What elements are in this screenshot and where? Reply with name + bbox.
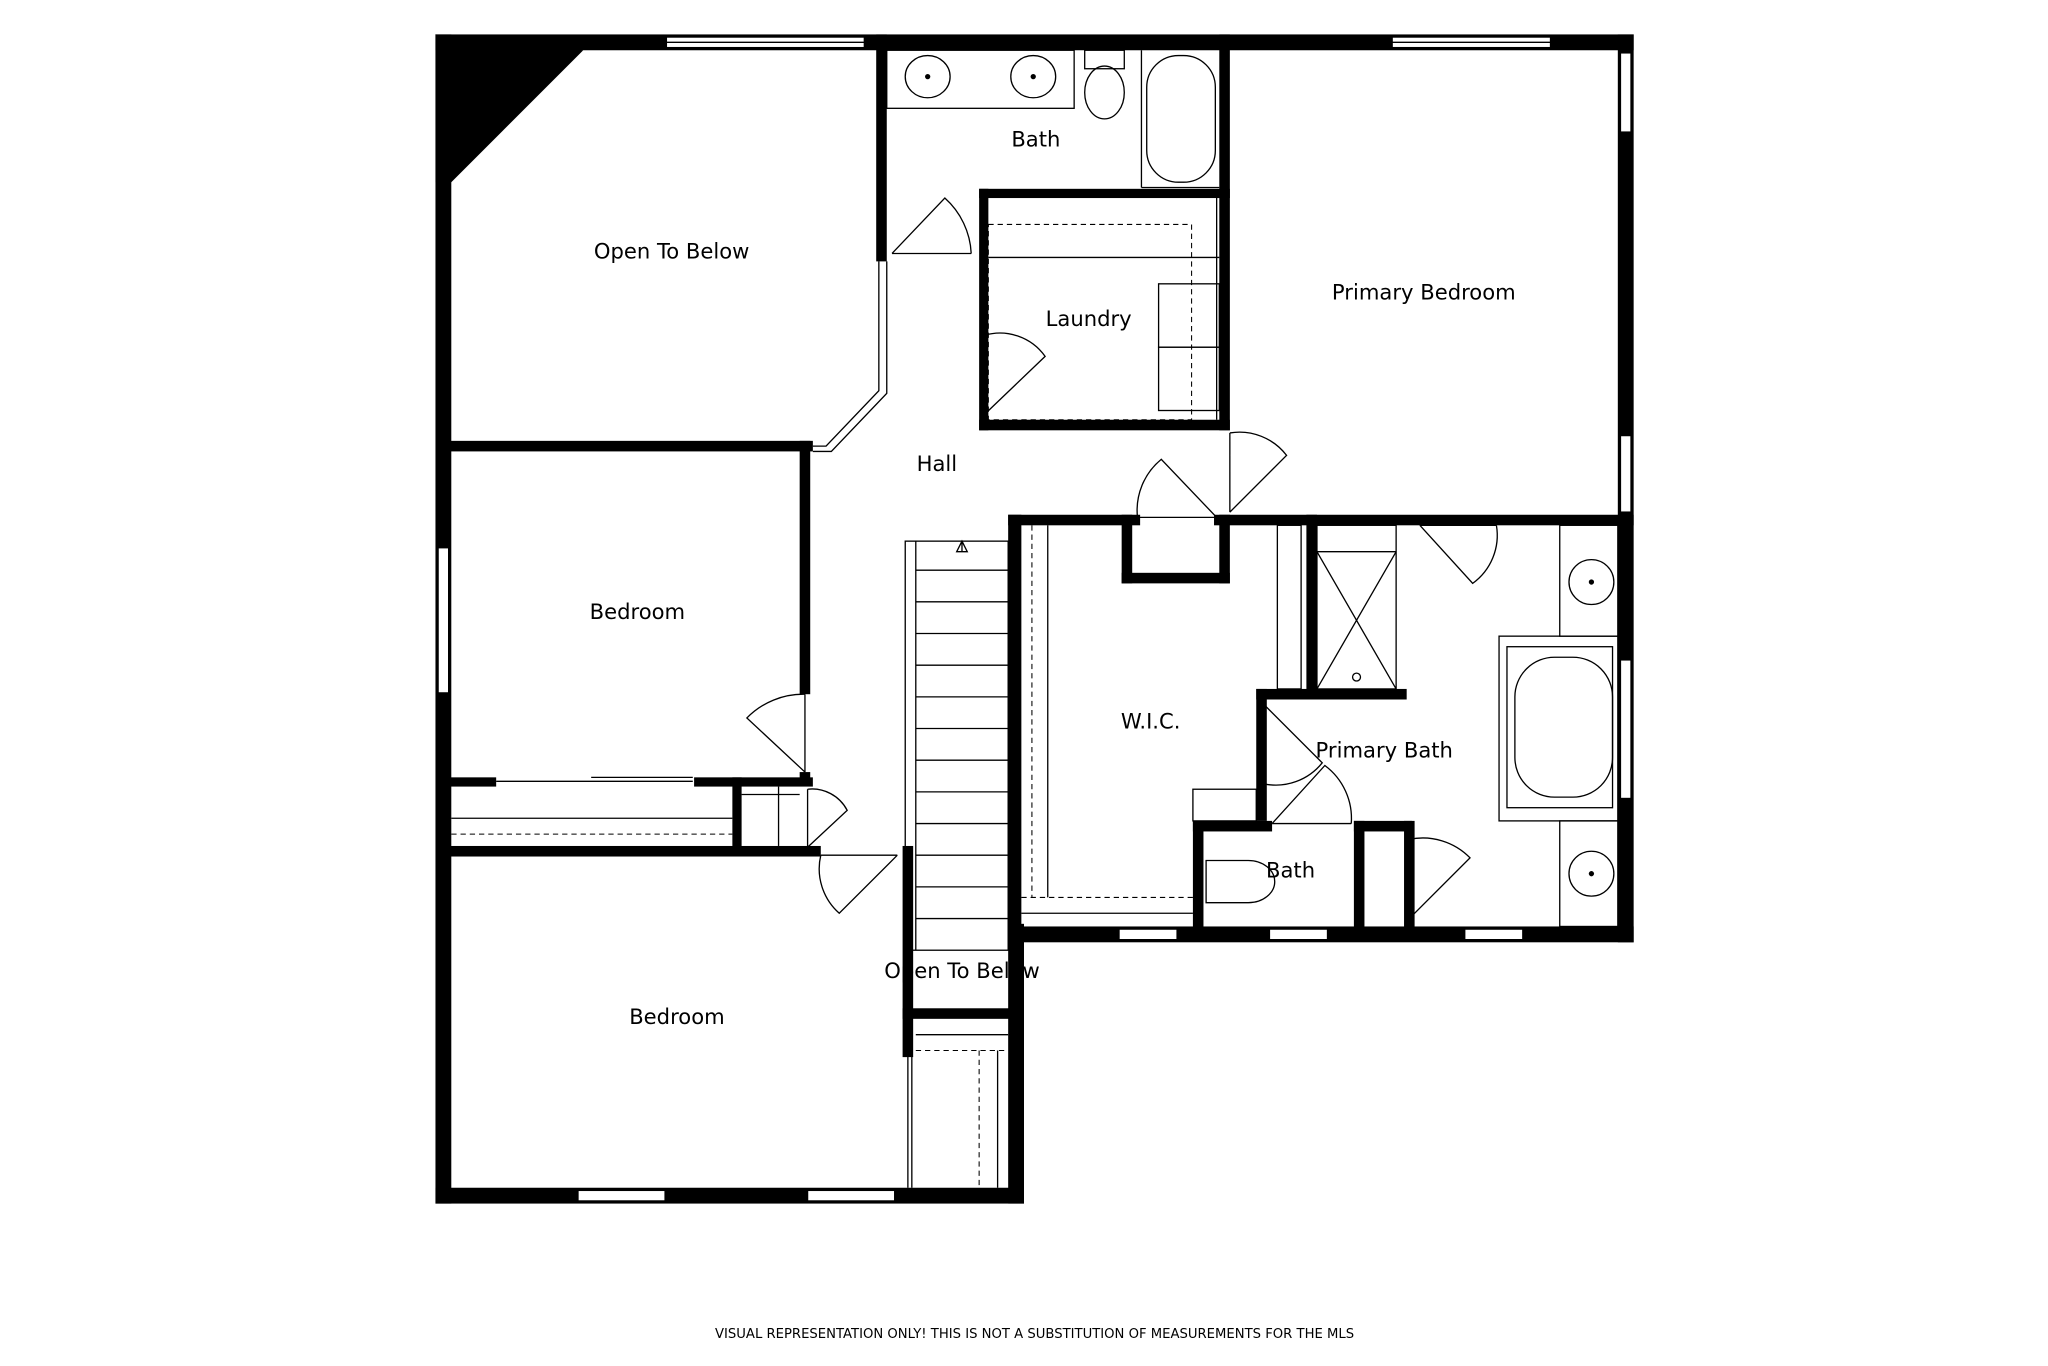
label-bedroom: Bedroom (590, 599, 685, 624)
label-open-to-below-2: Open To Below (884, 958, 1040, 983)
stairs (904, 539, 1009, 951)
label-bedroom-2: Bedroom (629, 1004, 724, 1029)
label-laundry: Laundry (1046, 306, 1132, 331)
disclaimer: VISUAL REPRESENTATION ONLY! THIS IS NOT … (715, 1327, 1354, 1342)
doors (496, 197, 1498, 1188)
label-hall: Hall (917, 451, 958, 476)
windows (437, 36, 1632, 1202)
room-labels: Open To Below Bath Laundry Primary Bedro… (590, 127, 1516, 1030)
fixtures (451, 49, 1619, 1188)
label-wic: W.I.C. (1121, 709, 1181, 734)
label-bath: Bath (1011, 127, 1060, 152)
interior-walls (443, 34, 1634, 1058)
label-bath-2: Bath (1266, 858, 1315, 883)
corner-fill (435, 34, 584, 183)
label-primary-bedroom: Primary Bedroom (1332, 280, 1516, 305)
label-primary-bath: Primary Bath (1316, 738, 1453, 763)
label-open-to-below: Open To Below (594, 239, 750, 264)
